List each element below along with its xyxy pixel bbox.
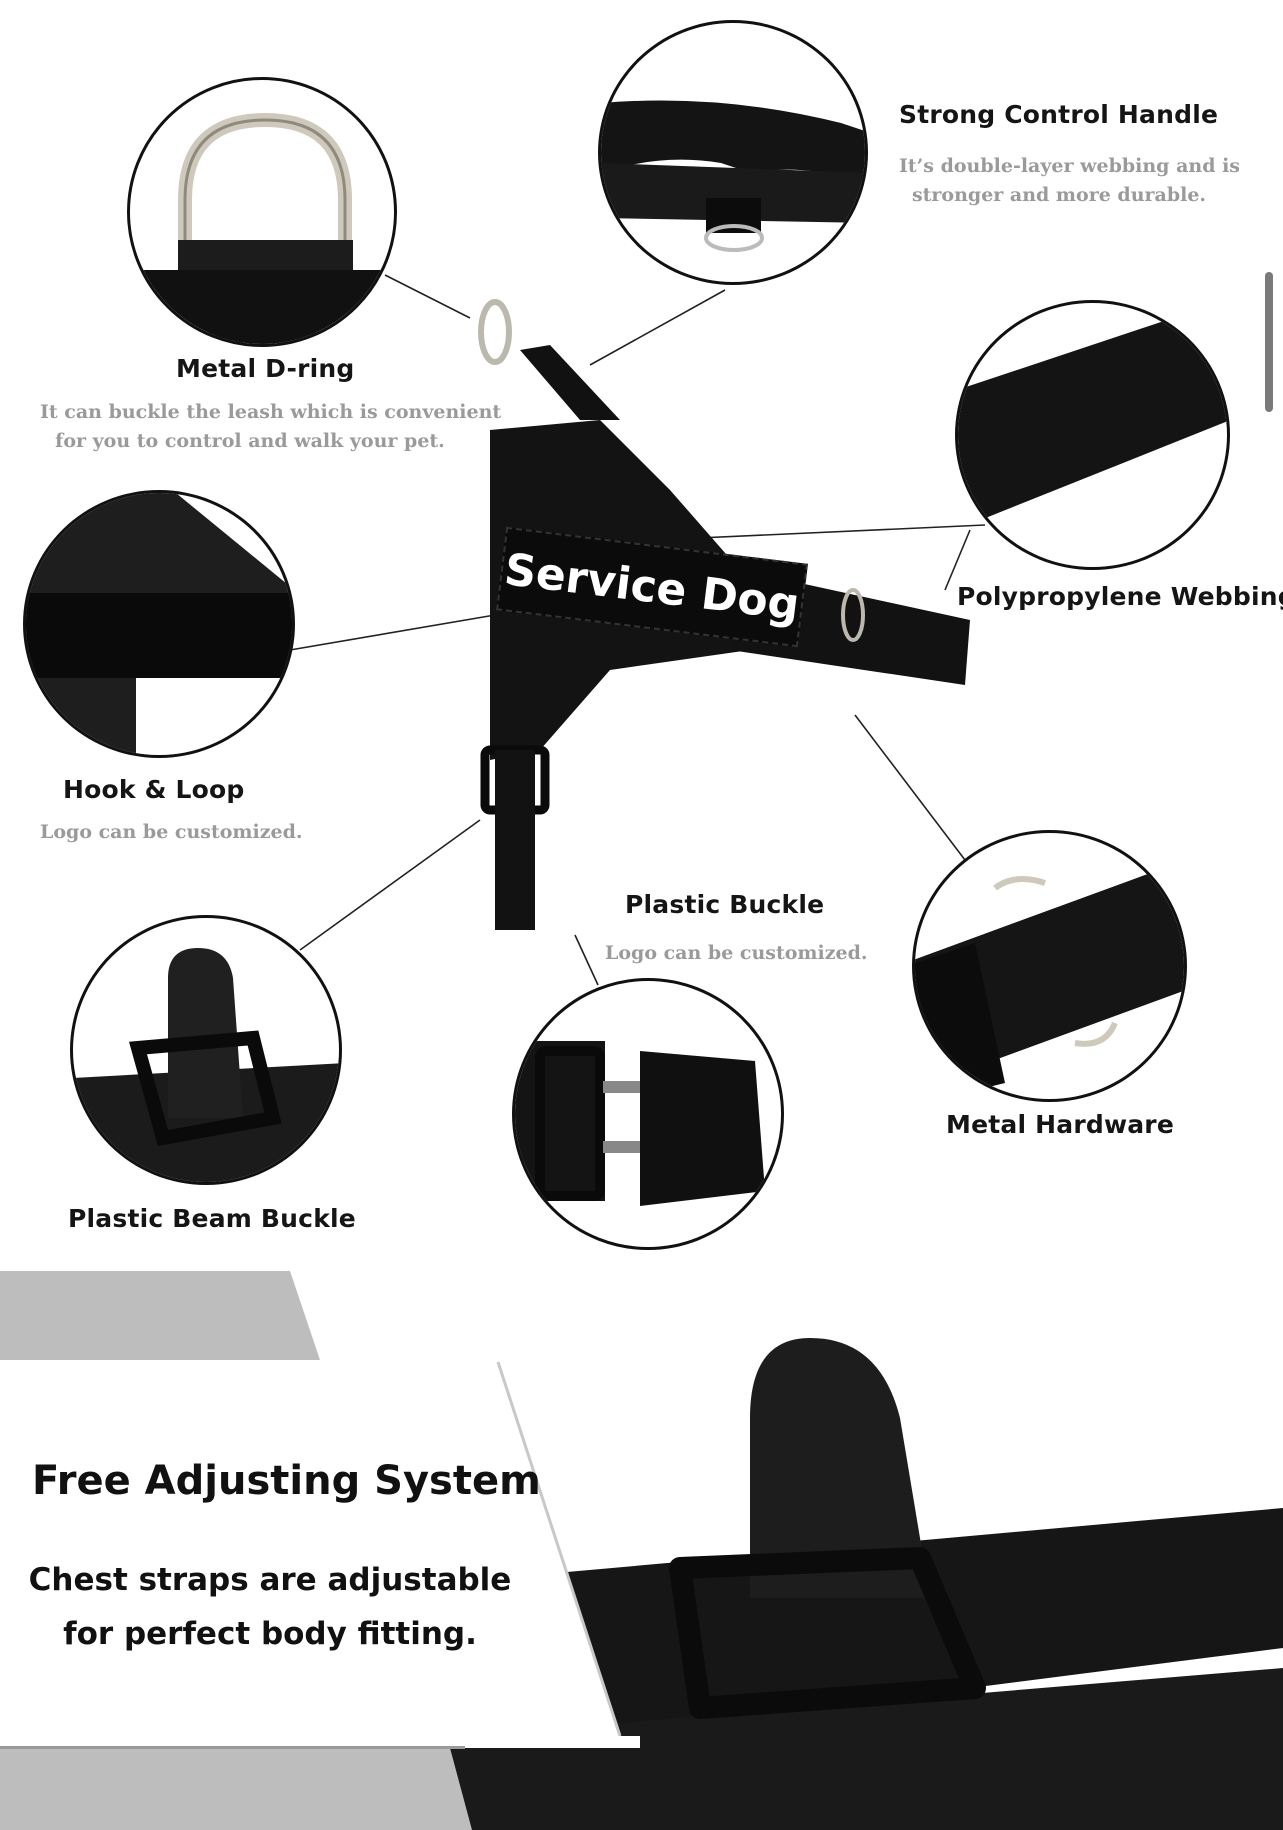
hook-loop-title: Hook & Loop (63, 775, 245, 804)
hook-loop-icon (26, 493, 292, 755)
banner-section: Free Adjusting System Chest straps are a… (0, 1268, 1283, 1830)
control-handle-detail-image (598, 20, 868, 285)
metal-hardware-title: Metal Hardware (946, 1110, 1174, 1139)
metal-hardware-detail-image (912, 830, 1187, 1102)
vertical-scrollbar[interactable] (1265, 272, 1273, 412)
d-ring-desc-line1: It can buckle the leash which is conveni… (40, 401, 502, 423)
d-ring-detail-image (127, 77, 397, 347)
webbing-title: Polypropylene Webbing (957, 582, 1283, 611)
hook-loop-detail-image (23, 490, 295, 758)
plastic-buckle-detail-image (512, 978, 784, 1250)
beam-buckle-icon (73, 948, 339, 1182)
plastic-buckle-title: Plastic Buckle (625, 890, 825, 919)
handle-icon (601, 100, 865, 252)
harness-product-image: Service Dog (470, 290, 970, 940)
banner-subtitle-line2: for perfect body fitting. (63, 1616, 477, 1652)
d-ring-title: Metal D-ring (176, 354, 355, 383)
control-handle-title: Strong Control Handle (899, 100, 1219, 129)
plastic-buckle-icon (515, 1041, 765, 1206)
webbing-icon (958, 303, 1227, 529)
control-handle-desc-line2: stronger and more durable. (911, 184, 1207, 206)
control-handle-desc-line1: It’s double-layer webbing and is (899, 155, 1241, 177)
banner-background (0, 1271, 1283, 1830)
plastic-buckle-desc: Logo can be customized. (605, 942, 868, 964)
banner-title: Free Adjusting System (32, 1458, 541, 1504)
hook-loop-desc: Logo can be customized. (40, 821, 303, 843)
banner-subtitle-line1: Chest straps are adjustable (28, 1562, 512, 1598)
d-ring-desc-line2: for you to control and walk your pet. (55, 430, 445, 452)
beam-buckle-title: Plastic Beam Buckle (68, 1204, 356, 1233)
beam-buckle-detail-image (70, 915, 342, 1185)
webbing-detail-image (955, 300, 1230, 570)
d-ring-icon (130, 112, 394, 344)
